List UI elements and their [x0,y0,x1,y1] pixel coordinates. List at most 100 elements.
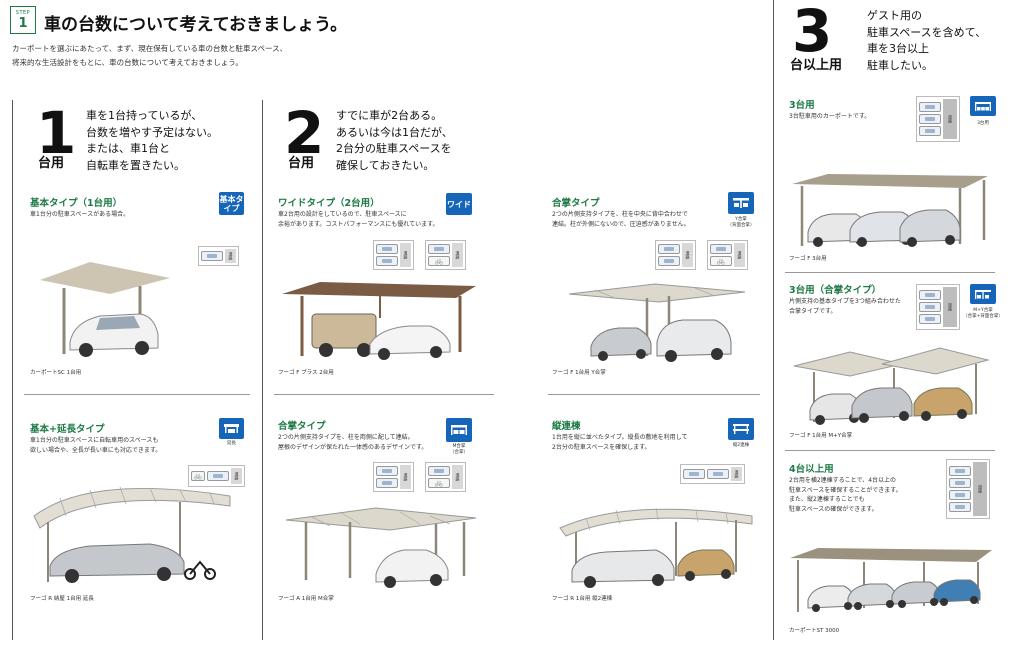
car-icon [710,244,732,254]
desc-line: 1台用を縦に並べたタイプ。縦長の敷地を利用して [552,434,688,441]
carport-illustration [282,282,476,360]
desc-line: 屋根のデザインが保たれた一体感のあるデザインです。 [278,443,428,451]
desc-line: 2つの片側支持タイプを、柱を中央に背中合わせで [552,211,688,218]
product-title: ワイドタイプ（2台用） [278,198,380,209]
desc-line: また、縦2連棟することでも [789,496,865,503]
road-label: 道路 [400,243,411,267]
lead-line: ゲスト用の [867,9,922,22]
product-caption: フーゴ A 1台用 M合掌 [278,596,334,602]
badge-caption: M合掌 （合掌） [443,444,475,456]
count-unit-2: 台用 [288,156,315,171]
badge-caption: 3台用 [977,121,989,126]
lead-line: あるいは今は1台だが、 [336,125,453,139]
page-title: 車の台数について考えておきましょう。 [44,15,348,35]
divider [12,100,13,640]
product-caption: フーゴ F 3台用 [789,256,827,262]
parking-diagram: 🚲 道路 [188,465,245,487]
badge-caption: Y合掌 （背面合掌） [722,217,760,229]
parking-diagram: 🚲 道路 [707,240,748,270]
bicycle-icon: 🚲 [710,256,732,266]
divider [773,0,774,640]
road-label: 道路 [400,465,411,489]
car-icon [658,256,680,266]
car-icon [949,478,971,488]
product-caption: フーゴ F プラス 2台用 [278,370,334,376]
car-icon [207,471,229,481]
desc-line: 片側支持の基本タイプを3つ組み合わせた [789,298,901,305]
carport-illustration [792,174,988,247]
road-label: 道路 [231,468,242,484]
desc-line: 車1台分の駐車スペースに自転車用のスペースも [30,437,159,444]
carport-type-icon [219,418,244,439]
product-caption: カーポートSC 1台用 [30,370,82,376]
product-desc: 車2台用の設計をしているので、駐車スペースに 余裕があります。コストパフォーマン… [278,210,439,229]
desc-line: 駐車スペースの確保ができます。 [789,505,878,513]
product-caption: フーゴ F 1台用 Y合掌 [552,370,606,376]
count-number-3: 3 [792,0,833,65]
parking-diagram: 道路 [373,240,414,270]
badge-caption-line: （合掌+背面合掌） [963,314,1003,319]
lead-line: 2台分の駐車スペースを [336,142,452,155]
desc-line: 2つの片側支持タイプを、柱を両側に配して連結。 [278,434,414,441]
car-icon [683,469,705,479]
bicycle-icon: 🚲 [428,478,450,488]
count-unit-3: 台以上用 [790,58,843,73]
product-caption: フーゴ R 1台用 縦2連棟 [552,596,613,602]
lead-line: 駐車スペースを含めて、 [867,25,987,39]
car-icon [707,469,729,479]
count-unit-1: 台用 [38,156,65,171]
desc-line: 2台用を横2連棟することで、4台以上の [789,477,897,484]
car-icon [919,314,941,324]
road-label: 道路 [943,287,957,327]
carport-illustration [568,283,746,362]
carport-illustration [40,262,170,357]
type-badge: ワイド [446,193,472,215]
divider [24,394,250,395]
carport-illustration [33,486,231,583]
desc-line: 欲しい場合や、全長が長い車にも対応できます。 [30,446,162,454]
product-caption: カーポートST 3000 [789,628,840,634]
product-title: 縦連棟 [552,421,581,432]
step-number: 1 [18,16,28,31]
car-icon [376,478,398,488]
badge-caption-line: （背面合掌） [727,223,755,228]
carport-type-icon [970,284,996,304]
badge-caption-line: M合掌 [452,444,466,449]
lead-line: 車を1台持っているが、 [86,109,203,122]
car-icon [919,126,941,136]
carport-type-icon [728,192,754,214]
badge-caption: 縦2連棟 [732,443,750,448]
car-icon [201,251,223,261]
product-title: 基本タイプ（1台用） [30,198,123,209]
road-label: 道路 [731,467,742,481]
lead-line: 駐車したい。 [867,58,933,72]
product-title: 3台用（合掌タイプ） [789,285,882,296]
road-label: 道路 [682,243,693,267]
lead-text-1: 車を1台持っているが、 台数を増やす予定はない。 または、車1台と 自転車を置き… [86,108,218,174]
lead-line: 確保しておきたい。 [336,158,435,172]
bicycle-icon: 🚲 [428,256,450,266]
parking-diagram: 🚲 道路 [425,240,466,270]
lead-line: 台数を増やす予定はない。 [86,125,218,139]
carport-type-icon [970,96,996,116]
bicycle-icon: 🚲 [191,471,205,481]
divider [548,394,760,395]
product-title: 3台用 [789,100,815,111]
desc-line: 合掌タイプです。 [789,307,837,315]
road-label: 道路 [943,99,957,139]
lead-line: 車を3台以上 [867,42,929,55]
product-desc: 車1台分の駐車スペースに自転車用のスペースも 欲しい場合や、全長が長い車にも対応… [30,436,161,455]
product-caption: フーゴ R 納屋 1台用 延長 [30,596,94,602]
desc-line: 連結。柱が外側にないので、圧迫感がありません。 [552,220,690,228]
car-icon [919,290,941,300]
parking-diagram: 道路 [916,284,960,330]
count-number-2: 2 [284,99,325,167]
lead-line: すでに車が2台ある。 [336,109,443,122]
product-desc: 片側支持の基本タイプを3つ組み合わせた 合掌タイプです。 [789,297,901,316]
car-icon [376,466,398,476]
car-icon [919,102,941,112]
car-icon [949,490,971,500]
badge-caption-line: M+Y合掌 [973,308,993,313]
product-desc: 2台用を横2連棟することで、4台以上の 駐車スペースを確保することができます。 … [789,476,902,514]
divider [785,450,995,451]
